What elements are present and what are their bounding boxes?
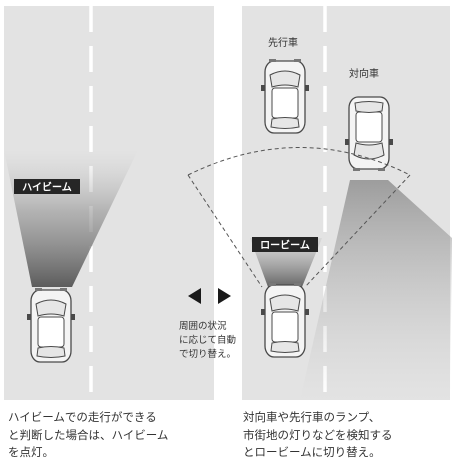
detection-range-left-edge: [187, 174, 263, 288]
oncoming-beam-light: [300, 180, 452, 400]
arrow-right-icon: [218, 288, 231, 304]
low-beam-label: ロービーム: [260, 239, 310, 252]
right-caption-line-2: 市街地の灯りなどを検知する: [243, 427, 393, 442]
right-caption-line-1: 対向車や先行車のランプ、: [243, 410, 381, 424]
switch-text-line-1: 周囲の状況: [179, 320, 227, 332]
right-caption-line-3: とロービームに切り替え。: [243, 445, 381, 459]
arrow-left-icon: [188, 288, 201, 304]
high-beam-label-bg: [14, 179, 80, 194]
high-beam-label: ハイビーム: [22, 181, 72, 194]
switch-arrows: [188, 288, 231, 304]
left-caption-line-3: を点灯。: [8, 445, 54, 459]
ego-car-right: [260, 282, 310, 358]
detection-range-arc: [187, 147, 411, 176]
left-road-panel: ハイビーム: [4, 6, 214, 400]
oncoming-car-label: 対向車: [349, 67, 379, 80]
ego-car-left: [26, 287, 76, 363]
switch-text-line-3: で切り替え。: [179, 348, 236, 360]
oncoming-car: [344, 96, 394, 172]
left-caption: ハイビームでの走行ができる と判断した場合は、ハイビーム を点灯。: [8, 409, 208, 462]
preceding-car: [260, 58, 310, 134]
left-caption-line-1: ハイビームでの走行ができる: [8, 410, 157, 424]
right-road-panel: ロービーム 先行車 対向車: [242, 6, 452, 400]
left-caption-line-2: と判断した場合は、ハイビーム: [8, 427, 169, 442]
right-caption: 対向車や先行車のランプ、 市街地の灯りなどを検知する とロービームに切り替え。: [243, 409, 443, 462]
preceding-car-label: 先行車: [268, 36, 298, 49]
switch-text-line-2: に応じて自動: [179, 334, 236, 346]
detection-range-right-edge: [304, 174, 411, 288]
low-beam-label-bg: [252, 237, 318, 252]
